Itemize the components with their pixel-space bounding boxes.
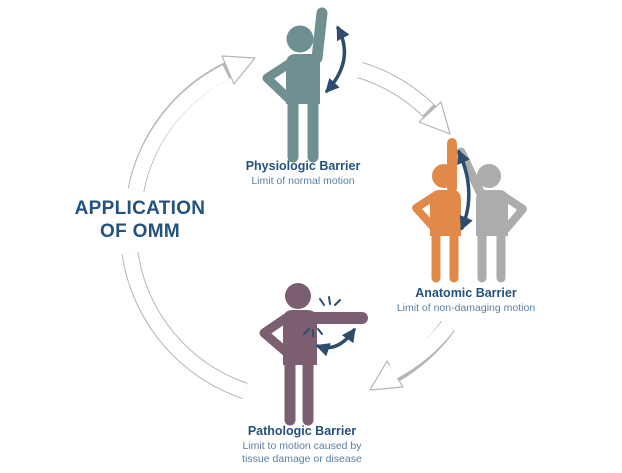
- cycle-arc-pathologic-to-title-icon: [121, 251, 248, 400]
- stage-description: Limit of normal motion: [251, 175, 355, 187]
- diagram-title-line1: APPLICATION: [74, 198, 206, 219]
- stage-description-line1: Limit to motion caused by: [242, 440, 362, 452]
- physiologic-barrier-label: Physiologic Barrier Limit of normal moti…: [198, 159, 408, 188]
- stage-description-line2: tissue damage or disease: [242, 453, 362, 465]
- physiologic-motion-arrow-icon: [325, 25, 350, 94]
- cycle-arrow-anatomic-to-pathologic-icon: [369, 320, 455, 391]
- pathologic-figure-icon: [259, 283, 368, 426]
- cycle-arrow-title-to-physiologic-icon: [127, 55, 256, 192]
- stage-description: Limit of non-damaging motion: [396, 302, 536, 314]
- anatomic-barrier-label: Anatomic Barrier Limit of non-damaging m…: [361, 286, 571, 315]
- pathologic-motion-arrow-icon: [315, 327, 356, 357]
- stage-name: Physiologic Barrier: [245, 159, 361, 173]
- anatomic-motion-arrow-icon: [457, 149, 473, 231]
- physiologic-figure-icon: [262, 7, 328, 163]
- stage-description: Limit to motion caused by tissue damage …: [197, 440, 407, 466]
- anatomic-orange-figure-icon: [412, 138, 461, 283]
- stage-name: Anatomic Barrier: [415, 286, 517, 300]
- stage-name: Pathologic Barrier: [247, 424, 357, 438]
- cycle-arrow-physiologic-to-anatomic-icon: [357, 61, 451, 135]
- diagram-title: APPLICATION OF OMM: [58, 197, 222, 243]
- pathologic-barrier-label: Pathologic Barrier Limit to motion cause…: [197, 424, 407, 466]
- anatomic-gray-figure-icon: [456, 147, 527, 283]
- diagram-title-line2: OF OMM: [100, 221, 180, 242]
